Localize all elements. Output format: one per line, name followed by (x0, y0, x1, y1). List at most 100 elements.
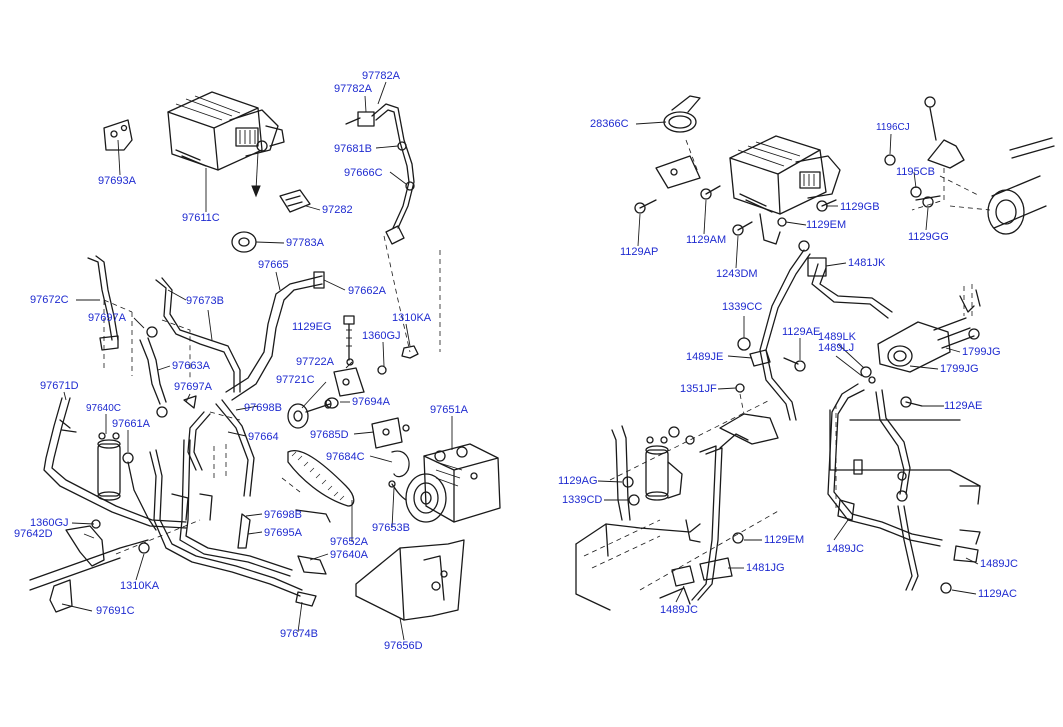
compressor (405, 443, 501, 523)
bracket-1195cb (884, 96, 965, 211)
label-1129ae-top: 1129AE (782, 326, 821, 338)
label-97656d: 97656D (384, 640, 423, 652)
clamp-28366c (663, 95, 701, 133)
label-97672c: 97672C (30, 294, 69, 306)
label-1489jc-right: 1489JC (980, 558, 1018, 570)
label-97783a: 97783A (286, 237, 324, 249)
label-1799jg-top: 1799JG (962, 346, 1001, 358)
idler-pulley (287, 367, 365, 429)
label-97663a: 97663A (172, 360, 210, 372)
label-1339cd: 1339CD (562, 494, 603, 506)
label-1310ka-bottom: 1310KA (120, 580, 160, 592)
label-97697a-mid: 97697A (174, 381, 212, 393)
label-97782a: 97782A (334, 83, 372, 95)
label-1243dm: 1243DM (716, 268, 758, 280)
frame-lower-right (575, 399, 781, 611)
label-97721c: 97721C (276, 374, 315, 386)
label-1339cc: 1339CC (722, 301, 763, 313)
dashed-guide-left (209, 235, 411, 421)
label-1129ap: 1129AP (620, 246, 659, 258)
label-1129ac: 1129AC (978, 588, 1017, 600)
label-28366c: 28366C (590, 118, 629, 130)
label-1310ka-top: 1310KA (392, 312, 432, 324)
label-97642d: 97642D (14, 528, 53, 540)
seal-97783a (231, 231, 257, 253)
fasteners-top-middle (343, 315, 419, 375)
label-1129eg: 1129EG (292, 321, 332, 333)
hose-97672c (87, 255, 119, 351)
receiver-drier-right (622, 426, 695, 506)
label-1481jg: 1481JG (746, 562, 785, 574)
label-1196cj: 1196CJ (876, 122, 910, 133)
hose-right-main (759, 240, 893, 421)
label-97691c: 97691C (96, 605, 135, 617)
label-1489lk: 1489LK (818, 331, 856, 343)
label-1360gj-top: 1360GJ (362, 330, 401, 342)
label-97673b: 97673B (186, 295, 224, 307)
label-1489lj: 1489LJ (818, 342, 855, 354)
bracket-97693a (103, 119, 133, 151)
label-1195cb: 1195CB (896, 166, 935, 178)
label-1351jf: 1351JF (680, 383, 717, 395)
label-1129ae-bottom: 1129AE (944, 400, 983, 412)
label-97651a: 97651A (430, 404, 468, 416)
hose-97663a (139, 326, 197, 418)
dashed-outline-left (103, 299, 191, 380)
label-97282: 97282 (322, 204, 353, 216)
tube-97673b (155, 277, 241, 393)
label-97665: 97665 (258, 259, 289, 271)
label-97640c: 97640C (86, 403, 122, 414)
label-1489je: 1489JE (686, 351, 724, 363)
drive-belt (287, 450, 355, 507)
label-97697a-top: 97697A (88, 312, 126, 324)
label-1489jc-bottom: 1489JC (660, 604, 698, 616)
liquid-line-97671d (43, 397, 187, 531)
label-1360gj-bottom: 1360GJ (30, 517, 69, 529)
label-97674b: 97674B (280, 628, 318, 640)
clamp-1489je (737, 337, 806, 372)
label-1129em-top: 1129EM (806, 219, 847, 231)
label-97653b: 97653B (372, 522, 410, 534)
label-97662a: 97662A (348, 285, 386, 297)
bracket-97685d (371, 417, 410, 478)
label-1129gg: 1129GG (908, 231, 949, 243)
receiver-drier (97, 432, 121, 501)
manifold-right (860, 284, 981, 408)
evaporator-unit-right (729, 135, 841, 245)
label-97684c: 97684C (326, 451, 365, 463)
label-97695a: 97695A (264, 527, 302, 539)
bracket-97656d (355, 539, 465, 621)
label-97698b-mid: 97698B (244, 402, 282, 414)
label-1799jg-bottom: 1799JG (940, 363, 979, 375)
label-97681b: 97681B (334, 143, 372, 155)
label-1489jc-mid: 1489JC (826, 543, 864, 555)
suction-line-lower (149, 399, 303, 597)
label-1129em-bottom: 1129EM (764, 534, 805, 546)
label-97661a: 97661A (112, 418, 150, 430)
grommet-97282 (279, 189, 311, 213)
label-1129ag: 1129AG (558, 475, 598, 487)
label-97640a: 97640A (330, 549, 368, 561)
label-97693a: 97693A (98, 175, 136, 187)
blower-motor (939, 137, 1055, 235)
lines-lower-right (827, 383, 981, 594)
leader-lines (61, 81, 979, 641)
wire-97653b (388, 480, 407, 501)
evaporator-unit-left (167, 91, 285, 198)
label-1129am: 1129AM (686, 234, 727, 246)
plate-1351jf (719, 383, 779, 445)
label-97664: 97664 (248, 431, 279, 443)
label-97652a: 97652A (330, 536, 368, 548)
label-97694a: 97694A (352, 396, 390, 408)
label-1481jk: 1481JK (848, 257, 886, 269)
label-97782a-top: 97782A (362, 70, 400, 82)
label-97685d: 97685D (310, 429, 349, 441)
label-97666c: 97666C (344, 167, 383, 179)
discharge-hose-top (345, 103, 415, 245)
label-97671d: 97671D (40, 380, 79, 392)
label-97698b-bottom: 97698B (264, 509, 302, 521)
frame-lower-left (29, 250, 441, 613)
label-1129gb: 1129GB (840, 201, 880, 213)
bracket-right-top (655, 139, 701, 189)
